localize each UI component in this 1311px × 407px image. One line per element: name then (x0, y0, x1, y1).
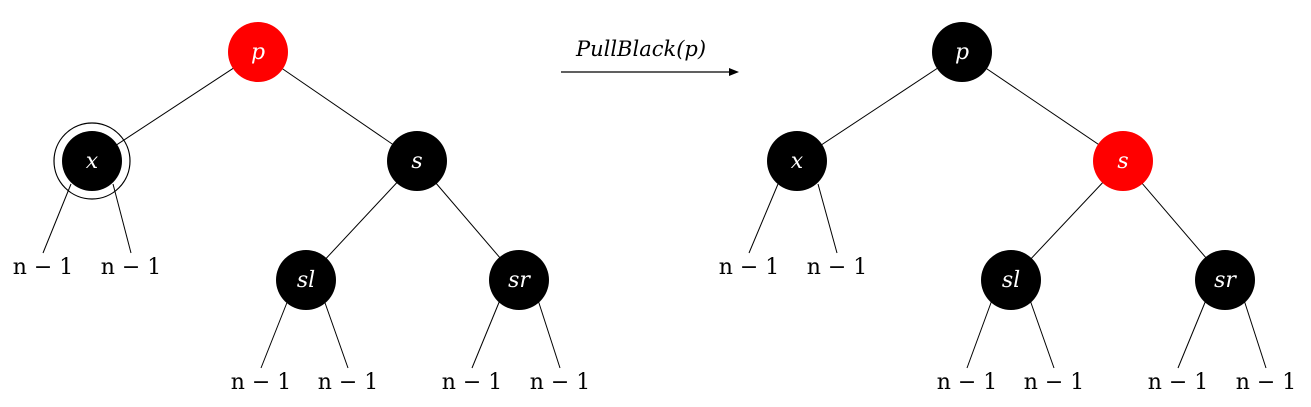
edge-sl-rightleaf (323, 299, 349, 369)
edge-sr-leftleaf (1177, 299, 1207, 369)
pullblack-operation: PullBlack(p) (561, 37, 739, 76)
node-p-circle (932, 22, 992, 82)
node-x-circle (767, 131, 827, 191)
edge-x-rightleaf (112, 183, 132, 254)
node-sr-label: sr (1214, 268, 1237, 293)
node-x: x (53, 122, 131, 200)
operation-label: PullBlack(p) (575, 37, 706, 61)
leaf-label: n − 1 (318, 370, 379, 395)
leaf-label: n − 1 (937, 370, 998, 395)
node-sl-label: sl (1002, 268, 1020, 293)
node-x-circle (62, 131, 122, 191)
node-s-label: s (1117, 149, 1128, 174)
operation-arrow-head (729, 68, 739, 76)
edge-p-x (796, 51, 963, 162)
double-black-ring (53, 122, 131, 200)
node-sl: sl (276, 250, 336, 310)
node-sr-circle (489, 250, 549, 310)
leaf-label: n − 1 (719, 255, 780, 280)
node-p-circle (228, 22, 288, 82)
node-p-label: p (251, 40, 265, 65)
leaf-label: n − 1 (530, 370, 591, 395)
edge-p-x (91, 51, 259, 162)
edge-p-s (257, 51, 418, 162)
tree-before: p x s sl sr n − 1 n − 1 n − 1 n − 1 n − … (13, 22, 591, 395)
node-s: s (1093, 131, 1153, 191)
leaf-label: n − 1 (101, 255, 162, 280)
tree-after: p x s sl sr n − 1 n − 1 n − 1 n − 1 n − … (719, 22, 1297, 395)
node-x: x (767, 131, 827, 191)
node-s-label: s (411, 149, 422, 174)
node-p: p (932, 22, 992, 82)
node-x-label: x (791, 149, 804, 174)
leaf-label: n − 1 (807, 255, 868, 280)
node-sl: sl (981, 250, 1041, 310)
edge-sr-rightleaf (1243, 299, 1267, 369)
node-sl-label: sl (297, 268, 315, 293)
node-sr-circle (1195, 250, 1255, 310)
edge-sl-leftleaf (260, 299, 289, 369)
edge-sl-rightleaf (1029, 299, 1055, 369)
node-s-circle (387, 131, 447, 191)
node-x-label: x (86, 149, 99, 174)
leaf-label: n − 1 (231, 370, 292, 395)
edge-sr-leftleaf (471, 299, 501, 369)
edge-sl-leftleaf (966, 299, 993, 369)
edge-sr-rightleaf (537, 299, 561, 369)
edge-p-s (961, 51, 1124, 162)
node-sr: sr (1195, 250, 1255, 310)
edge-x-rightleaf (817, 183, 838, 254)
edge-x-leftleaf (748, 183, 779, 254)
node-s: s (387, 131, 447, 191)
node-p-label: p (955, 40, 969, 65)
leaf-label: n − 1 (1024, 370, 1085, 395)
leaf-label: n − 1 (13, 255, 74, 280)
leaf-label: n − 1 (442, 370, 503, 395)
node-sr-label: sr (508, 268, 531, 293)
node-p: p (228, 22, 288, 82)
leaf-label: n − 1 (1148, 370, 1209, 395)
node-s-circle (1093, 131, 1153, 191)
node-sl-circle (981, 250, 1041, 310)
leaf-label: n − 1 (1236, 370, 1297, 395)
node-sr: sr (489, 250, 549, 310)
edge-x-leftleaf (42, 183, 72, 254)
node-sl-circle (276, 250, 336, 310)
